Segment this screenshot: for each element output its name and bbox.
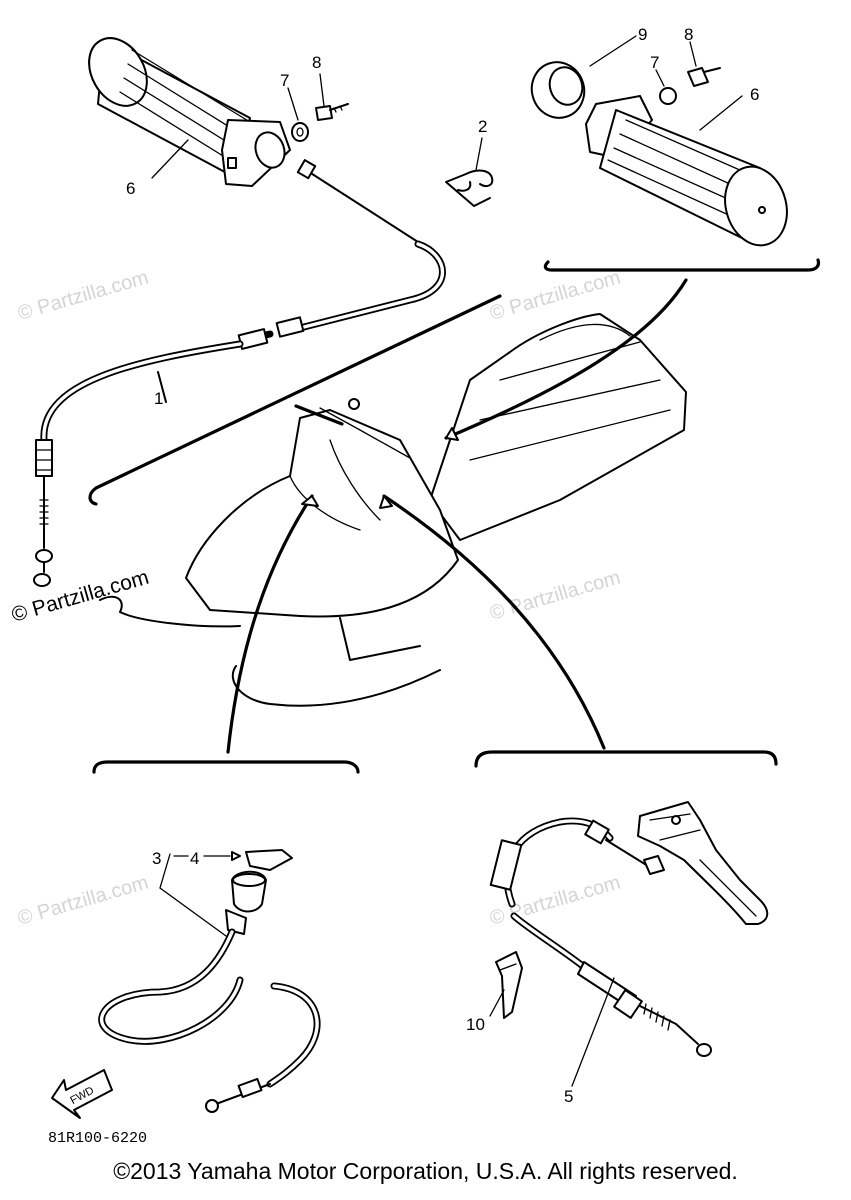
copyright-notice: ©2013 Yamaha Motor Corporation, U.S.A. A…: [113, 1158, 738, 1184]
callout-8-left: 8: [312, 53, 321, 72]
bracket-lines: [88, 258, 821, 774]
callout-9: 9: [638, 25, 647, 44]
callout-4: 4: [190, 849, 199, 868]
leader-arrows: [226, 278, 688, 754]
callout-1: 1: [154, 389, 163, 408]
callout-6-right: 6: [750, 85, 759, 104]
fwd-arrow-icon: FWD: [51, 1069, 113, 1119]
watermark: © Partzilla.com: [15, 267, 151, 325]
switch-cable-3-4: [98, 849, 321, 1113]
callouts: 6 7 8 2 9 7 8 6 1 3 4 5 10: [126, 25, 759, 1106]
watermark: © Partzilla.com: [15, 872, 151, 930]
callout-10: 10: [466, 1015, 485, 1034]
clip-2: [445, 169, 494, 207]
clip-10: [489, 951, 523, 1019]
callout-7-left: 7: [280, 71, 289, 90]
collar-7-right: [659, 87, 677, 105]
callout-6-left: 6: [126, 179, 135, 198]
watermark: © Partzilla.com: [9, 566, 151, 627]
throttle-cable-1: [33, 159, 446, 587]
grip-left: [88, 37, 291, 187]
diagram-code: 81R100-6220: [48, 1130, 147, 1147]
brake-cable-5: [489, 817, 712, 1087]
callout-leaders: [151, 35, 743, 179]
grip-right: [585, 95, 788, 247]
callout-2: 2: [478, 117, 487, 136]
callout-7-right: 7: [650, 53, 659, 72]
watermark: © Partzilla.com: [487, 567, 623, 625]
screw-8-left: [315, 103, 349, 121]
callout-5: 5: [564, 1087, 573, 1106]
callout-8-right: 8: [684, 25, 693, 44]
snowmobile: [99, 313, 687, 707]
ring-9: [530, 61, 586, 119]
collar-7-left: [291, 122, 309, 142]
brake-lever: [637, 801, 769, 925]
callout-3: 3: [152, 849, 161, 868]
screw-8-right: [687, 67, 721, 87]
